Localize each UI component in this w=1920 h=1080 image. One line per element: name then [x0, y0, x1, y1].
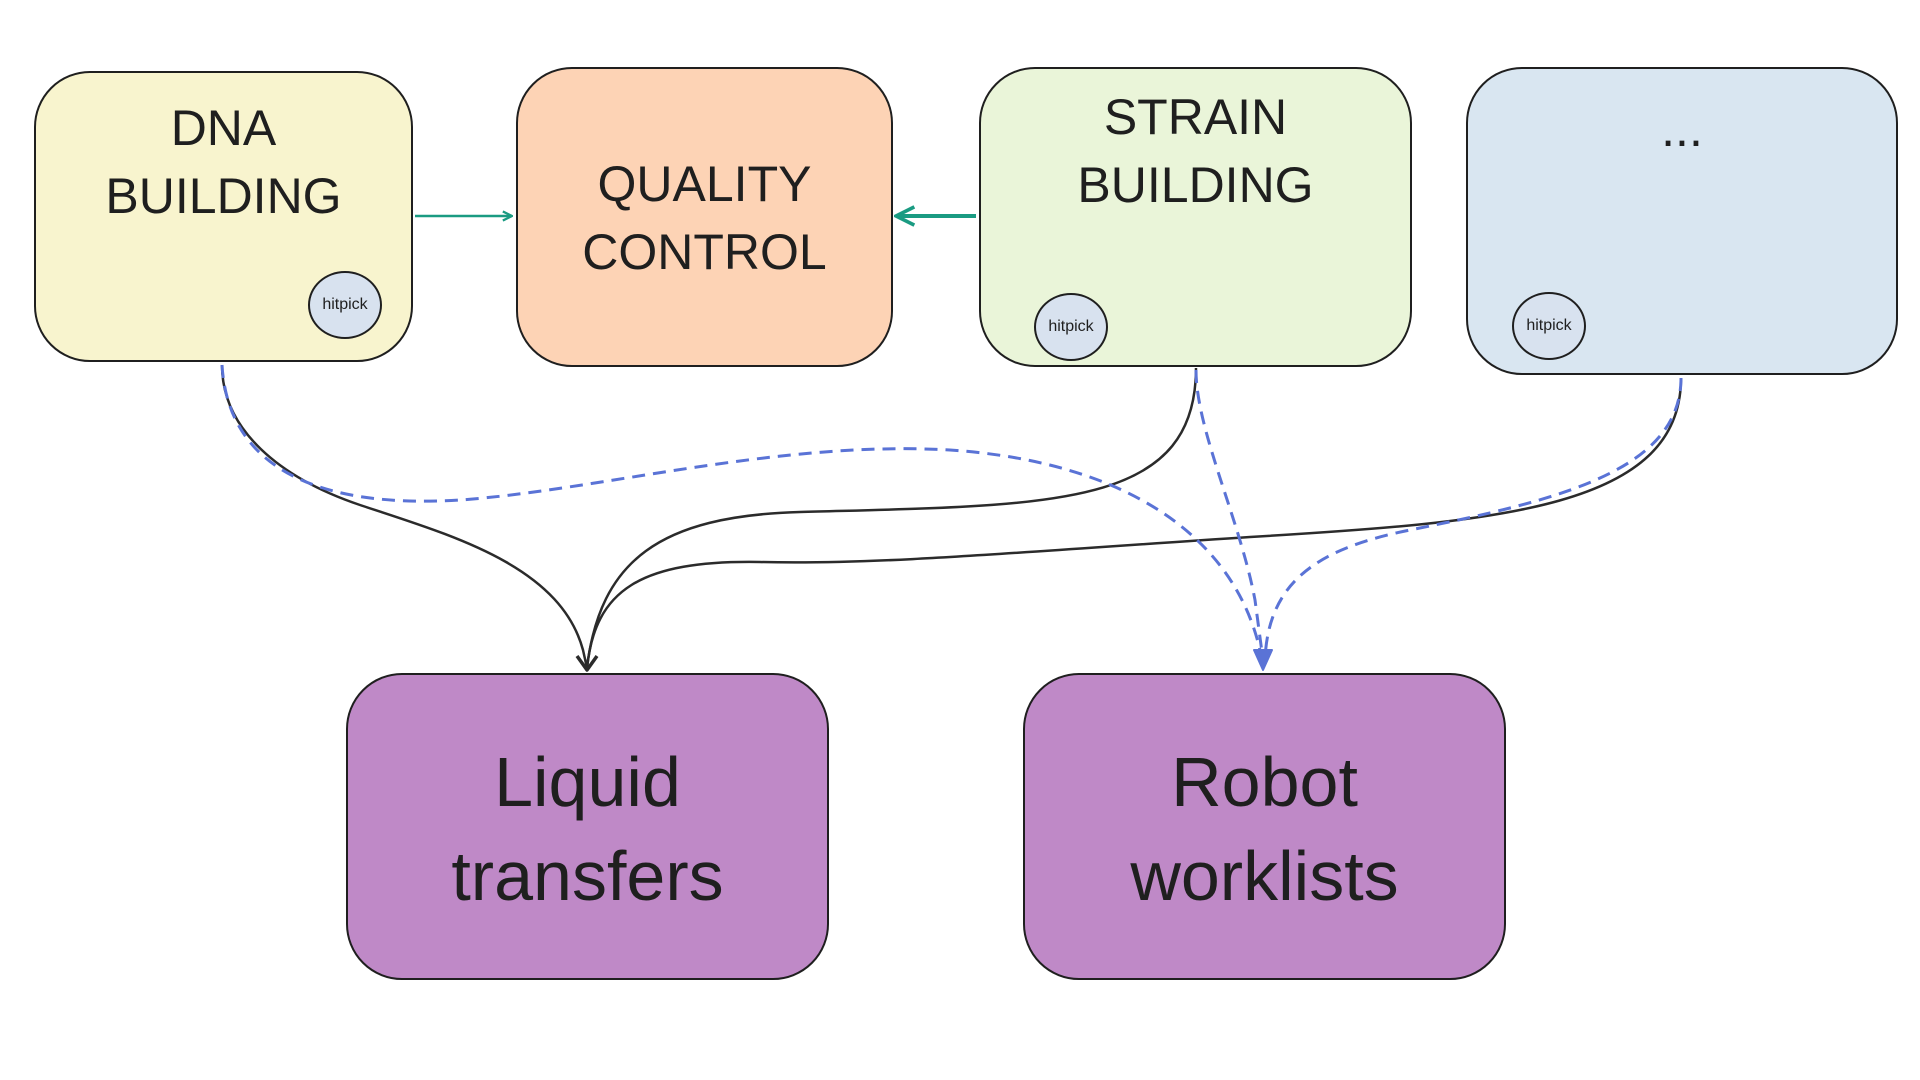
- edge-more-to-robot: [1263, 377, 1683, 661]
- robot-worklists-label-line-2: worklists: [1130, 837, 1399, 915]
- more-hitpick-chip: hitpick: [1512, 292, 1586, 360]
- strain-building-hitpick-chip: hitpick: [1034, 293, 1108, 361]
- dna-building-hitpick-chip: hitpick: [308, 271, 382, 339]
- arrowhead-robot: [1253, 649, 1273, 671]
- node-liquid-transfers: Liquid transfers: [346, 673, 829, 980]
- node-robot-worklists: Robot worklists: [1023, 673, 1506, 980]
- more-label: ...: [1661, 101, 1703, 157]
- quality-control-label-line-2: CONTROL: [582, 224, 827, 280]
- dna-building-label-line-2: BUILDING: [105, 168, 342, 224]
- edge-more-to-liquid: [585, 377, 1683, 669]
- node-quality-control: QUALITY CONTROL: [516, 67, 893, 367]
- liquid-transfers-label-line-1: Liquid: [494, 743, 681, 821]
- edge-strain-to-liquid: [585, 367, 1198, 669]
- strain-building-label-line-1: STRAIN: [1103, 89, 1288, 145]
- node-strain-building: STRAIN BUILDING hitpick: [979, 67, 1412, 367]
- liquid-transfers-label-line-2: transfers: [451, 837, 724, 915]
- strain-building-label-line-2: BUILDING: [1077, 157, 1314, 213]
- arrowhead-liquid: [575, 654, 599, 672]
- node-more: ... hitpick: [1466, 67, 1898, 375]
- node-dna-building: DNA BUILDING hitpick: [34, 71, 413, 362]
- edge-strain-to-robot: [1194, 369, 1265, 661]
- quality-control-label-line-1: QUALITY: [597, 156, 812, 212]
- dna-building-label-line-1: DNA: [170, 100, 277, 156]
- edge-dna-to-robot: [220, 364, 1264, 661]
- robot-worklists-label-line-1: Robot: [1171, 743, 1358, 821]
- edge-dna-to-liquid: [220, 364, 589, 669]
